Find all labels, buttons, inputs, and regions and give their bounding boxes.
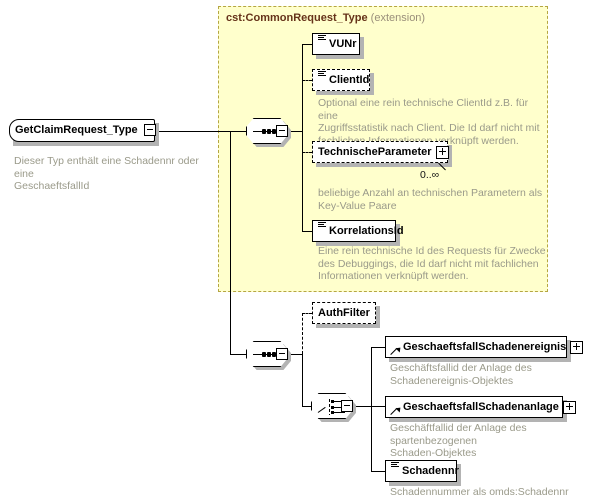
connector-sequence-bottom-spine-lower [302,354,303,406]
korrelationsid-documentation: Eine rein technische Id des Requests für… [318,245,546,282]
extension-group-title: cst:CommonRequest_Type (extension) [226,12,425,24]
node-vunr[interactable]: VUNr [312,33,360,55]
node-geschaeftsfallschadenereignis-label: GeschaeftsfallSchadenereignis [403,340,567,353]
node-geschaeftsfallschadenereignis[interactable]: GeschaeftsfallSchadenereignis [385,336,584,358]
element-lines-icon [318,222,326,230]
connector-to-bottom-sequence [230,354,246,355]
connector-sequence-top-out [288,131,302,132]
node-geschaeftsfallschadenanlage-label: GeschaeftsfallSchadenanlage [403,400,559,413]
connector-to-choice [302,406,311,407]
connector-choice-spine [371,347,372,471]
element-lines-icon [318,71,326,79]
connector-to-technischeparameter [302,152,312,153]
connector-choice-out [353,406,371,407]
connector-root-to-sequence [158,131,246,132]
sequence-icon [253,129,283,134]
root-type-node[interactable]: GetClaimRequest_Type [9,119,155,142]
technischeparameter-cardinality: 0..∞ [420,169,440,181]
geschaeftsfallschadenanlage-expand-box[interactable] [562,400,576,414]
connector-to-schadennr [371,471,385,472]
connector-to-geschaeftsfallschadenereignis [371,347,385,348]
connector-to-vunr [302,44,312,45]
geschaeftsfallschadenereignis-documentation: Geschäftsfallid der Anlage des Schadener… [390,362,532,387]
node-korrelationsid[interactable]: KorrelationsId [312,220,404,242]
connector-sequence-bottom-out [288,354,302,355]
node-technischeparameter[interactable]: TechnischeParameter [312,141,449,163]
root-type-label: GetClaimRequest_Type [15,124,138,136]
technischeparameter-documentation: beliebige Anzahl an technischen Paramete… [318,187,543,212]
node-clientid-label: ClientId [329,73,370,86]
connector-to-authfilter [302,313,312,314]
node-korrelationsid-label: KorrelationsId [329,224,404,237]
technischeparameter-expand-box[interactable] [435,145,449,159]
sequence-icon [253,352,283,357]
connector-sequence-top-spine [302,44,303,231]
root-collapse-box[interactable] [144,124,156,136]
connector-to-clientid [302,80,312,81]
connector-sequence-bottom-spine-upper [302,313,303,354]
node-technischeparameter-label: TechnischeParameter [318,145,432,158]
node-authfilter[interactable]: AuthFilter [312,302,376,324]
element-lines-icon [318,35,326,43]
sequence-bottom-collapse-box[interactable] [276,348,288,360]
connector-to-geschaeftsfallschadenanlage [371,406,385,407]
extension-group-kind: (extension) [370,12,426,24]
extension-group-type-name: cst:CommonRequest_Type [226,12,368,24]
node-geschaeftsfallschadenanlage[interactable]: GeschaeftsfallSchadenanlage [385,396,576,418]
choice-collapse-box[interactable] [341,400,353,412]
geschaeftsfallschadenereignis-expand-box[interactable] [570,340,584,354]
sequence-top-collapse-box[interactable] [276,125,288,137]
geschaeftsfallschadenanlage-documentation: Geschäftfallid der Anlage des spartenbez… [390,422,527,459]
root-documentation: Dieser Typ enthält eine Schadennr oder e… [14,155,199,192]
node-schadennr-label: Schadennr [402,464,459,477]
node-schadennr[interactable]: Schadennr [385,460,459,482]
connector-to-korrelationsid [302,231,312,232]
element-reference-arrow-icon [391,346,400,355]
choice-icon [317,398,348,416]
connector-root-branch-vertical [230,131,231,354]
clientid-documentation: Optional eine rein technische ClientId z… [318,97,540,147]
element-reference-arrow-icon [391,406,400,415]
schadennr-documentation: Schadennummer als omds:Schadennr [390,486,569,498]
node-clientid[interactable]: ClientId [312,69,370,91]
element-lines-icon [391,462,399,470]
node-authfilter-label: AuthFilter [318,306,370,319]
node-vunr-label: VUNr [329,37,357,50]
